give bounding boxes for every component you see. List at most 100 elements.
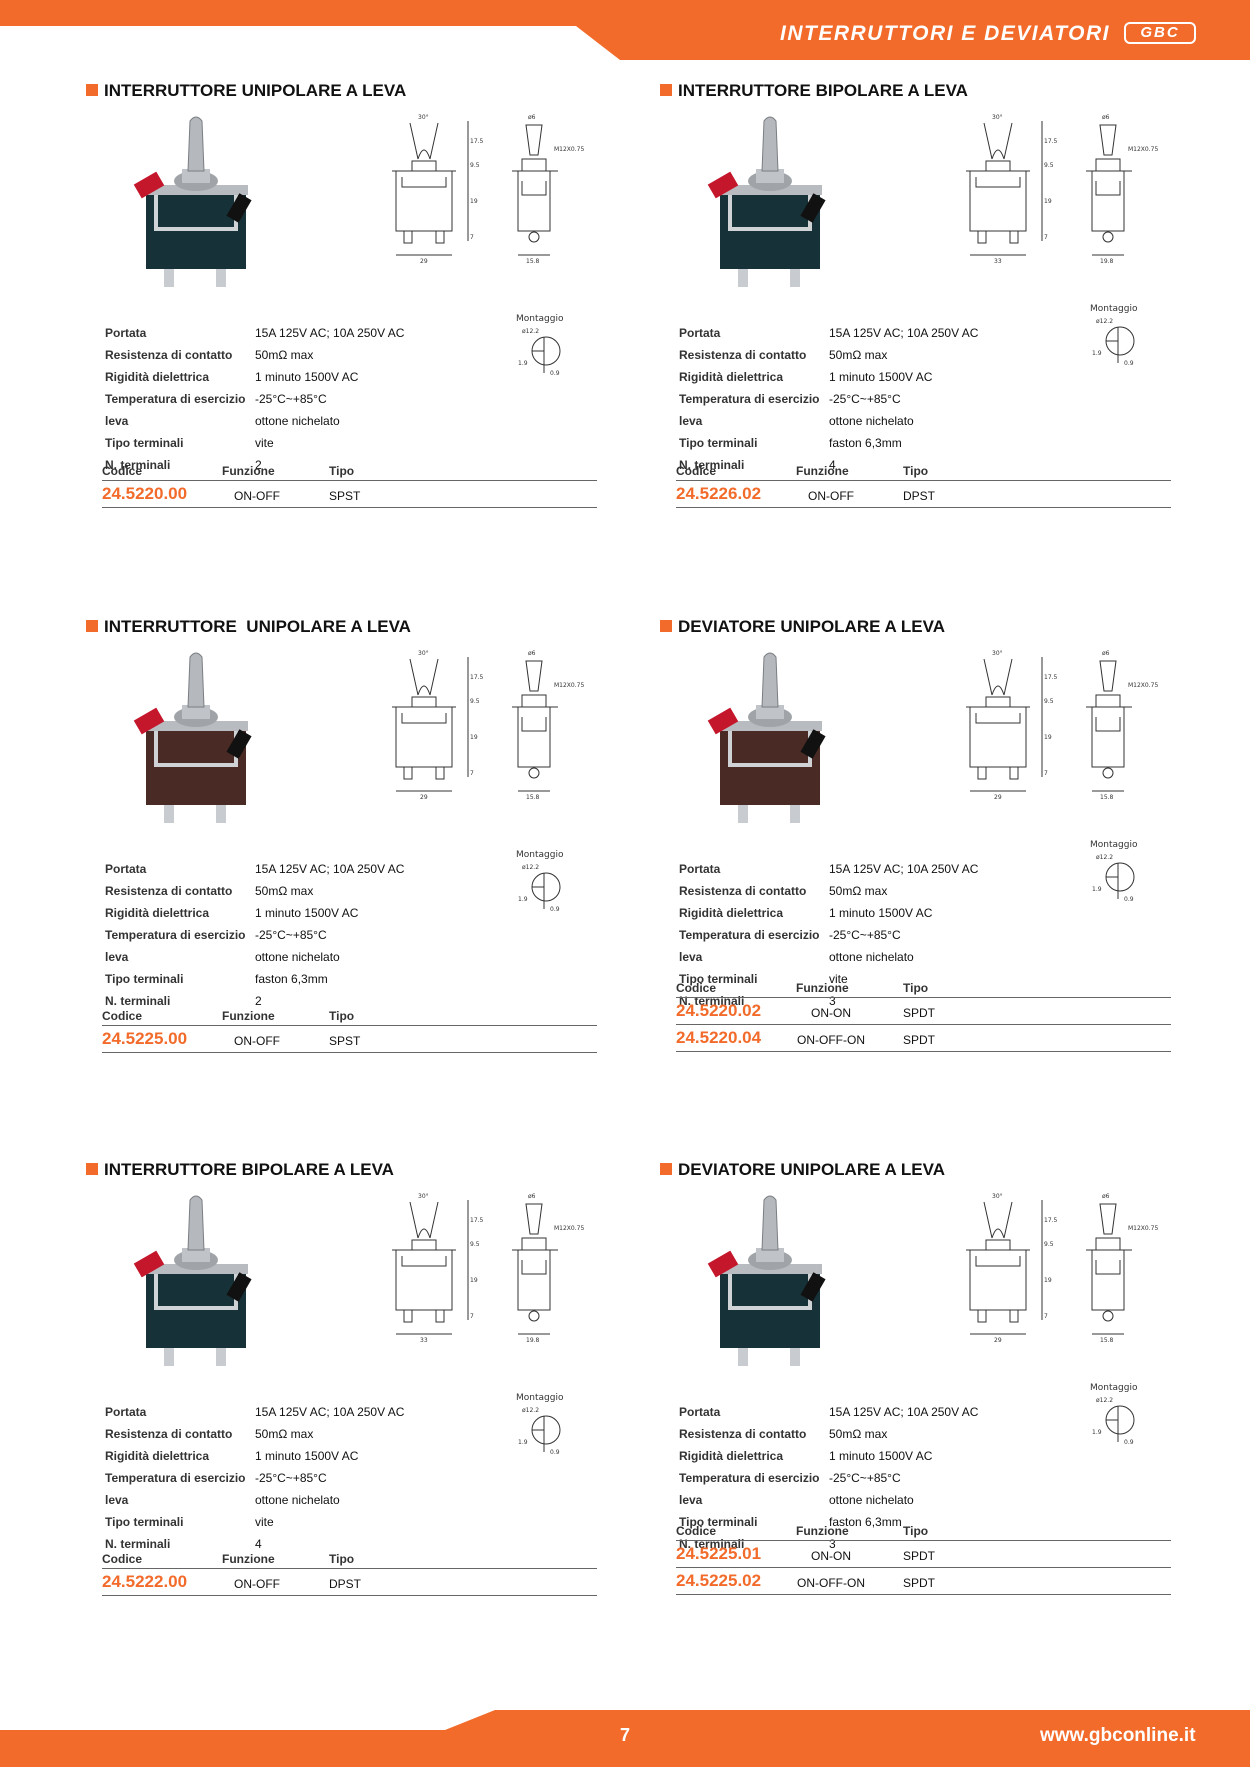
spec-value: 1 minuto 1500V AC (829, 906, 933, 920)
spec-value: 50mΩ max (255, 348, 314, 362)
header-tipo: Tipo (329, 1009, 355, 1023)
product-code[interactable]: 24.5226.02 (676, 484, 762, 503)
svg-text:33: 33 (994, 258, 1002, 265)
spec-label: N. terminali (105, 994, 171, 1008)
spec-value: 50mΩ max (829, 348, 888, 362)
svg-text:1.9: 1.9 (518, 1439, 528, 1446)
website-link[interactable]: www.gbconline.it (1040, 1725, 1196, 1746)
svg-text:9.5: 9.5 (470, 1241, 480, 1248)
header-tipo: Tipo (329, 464, 355, 478)
svg-text:9.5: 9.5 (470, 698, 480, 705)
svg-text:7: 7 (1044, 1313, 1048, 1320)
product-code[interactable]: 24.5220.02 (676, 1001, 762, 1020)
spec-label: Resistenza di contatto (679, 348, 807, 362)
spec-label: Resistenza di contatto (679, 884, 807, 898)
svg-text:Montaggio: Montaggio (1090, 840, 1138, 850)
spec-label: leva (105, 950, 129, 964)
spec-value: 50mΩ max (829, 1427, 888, 1441)
svg-text:ø12.2: ø12.2 (522, 864, 539, 871)
product-code[interactable]: 24.5220.04 (676, 1028, 762, 1047)
function-value: ON-OFF (234, 488, 280, 503)
header-tipo: Tipo (329, 1552, 355, 1566)
spec-row: Resistenza di contatto 50mΩ max (679, 880, 978, 902)
svg-text:ø6: ø6 (528, 650, 536, 657)
svg-text:0.9: 0.9 (1124, 360, 1134, 367)
product-code[interactable]: 24.5220.00 (102, 484, 188, 503)
spec-value: 15A 125V AC; 10A 250V AC (829, 1405, 979, 1419)
svg-text:7: 7 (470, 234, 474, 241)
spec-value: -25°C~+85°C (829, 392, 901, 406)
footer-band (0, 1710, 1250, 1767)
product-code[interactable]: 24.5225.00 (102, 1029, 188, 1048)
header-funzione: Funzione (222, 1009, 275, 1023)
header-funzione: Funzione (222, 464, 275, 478)
product-title: INTERRUTTORE BIPOLARE A LEVA (86, 1160, 394, 1180)
svg-text:19.8: 19.8 (1100, 258, 1114, 265)
header-codice: Codice (676, 981, 717, 995)
svg-text:19: 19 (470, 1277, 478, 1284)
spec-value: 1 minuto 1500V AC (829, 370, 933, 384)
spec-label: Portata (105, 326, 147, 340)
svg-text:1.9: 1.9 (518, 360, 528, 367)
spec-value: faston 6,3mm (829, 436, 902, 450)
spec-label: N. terminali (105, 458, 171, 472)
spec-value: 4 (829, 458, 836, 472)
svg-text:29: 29 (994, 1337, 1002, 1344)
svg-text:15.8: 15.8 (526, 258, 540, 265)
type-value: SPST (329, 488, 361, 503)
spec-value: 50mΩ max (829, 884, 888, 898)
product-code[interactable]: 24.5222.00 (102, 1572, 188, 1591)
header-tipo: Tipo (903, 464, 929, 478)
type-value: SPDT (903, 1548, 936, 1563)
product-photo (126, 1190, 276, 1370)
spec-label: leva (679, 1493, 703, 1507)
spec-label: Rigidità dielettrica (105, 906, 210, 920)
product-code[interactable]: 24.5225.01 (676, 1544, 762, 1563)
header-codice: Codice (676, 1524, 717, 1538)
product-title: DEVIATORE UNIPOLARE A LEVA (660, 1160, 945, 1180)
svg-text:30°: 30° (418, 1193, 429, 1200)
header-tipo: Tipo (903, 1524, 929, 1538)
spec-value: -25°C~+85°C (255, 392, 327, 406)
spec-value: -25°C~+85°C (829, 928, 901, 942)
function-value: ON-OFF (808, 488, 854, 503)
title-square-icon (660, 1163, 672, 1175)
spec-value: 1 minuto 1500V AC (255, 1449, 359, 1463)
product-code[interactable]: 24.5225.02 (676, 1571, 762, 1590)
spec-value: 15A 125V AC; 10A 250V AC (829, 862, 979, 876)
title-square-icon (660, 84, 672, 96)
svg-text:30°: 30° (992, 1193, 1003, 1200)
svg-text:ø6: ø6 (528, 1193, 536, 1200)
header-codice: Codice (102, 464, 143, 478)
spec-value: 3 (829, 994, 836, 1008)
svg-text:33: 33 (420, 1337, 428, 1344)
spec-value: 50mΩ max (255, 884, 314, 898)
spec-label: Resistenza di contatto (679, 1427, 807, 1441)
header-funzione: Funzione (796, 1524, 849, 1538)
svg-text:9.5: 9.5 (470, 162, 480, 169)
